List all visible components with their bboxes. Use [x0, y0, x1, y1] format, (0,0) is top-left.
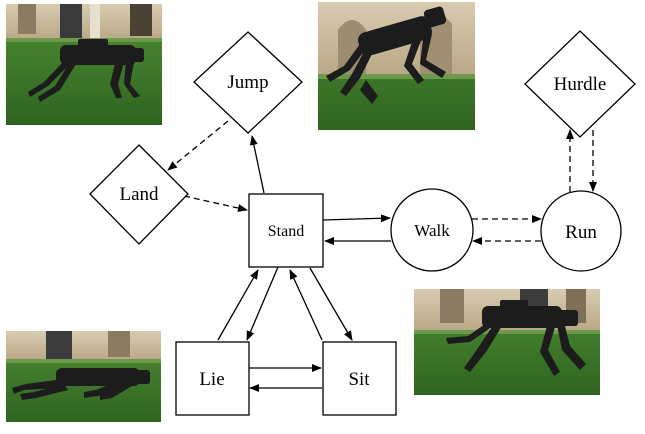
node-land: Land — [89, 144, 189, 245]
node-stand-label: Stand — [268, 223, 304, 240]
photo-robot-jumping — [318, 2, 475, 130]
edge-stand-to-lie — [246, 266, 279, 341]
robot-dog-silhouette — [12, 368, 150, 400]
edge-stand-to-jump — [249, 135, 265, 194]
node-jump: Jump — [193, 31, 303, 134]
node-land-label: Land — [119, 184, 159, 205]
node-run-label: Run — [565, 222, 597, 243]
node-walk: Walk — [390, 188, 474, 272]
photo-robot-running — [414, 289, 600, 395]
edge-stand-to-walk — [322, 214, 391, 223]
edge-jump-to-land — [167, 120, 229, 171]
node-run: Run — [540, 190, 622, 272]
node-hurdle-label: Hurdle — [554, 74, 607, 95]
node-hurdle: Hurdle — [524, 30, 636, 138]
photo-robot-walking — [6, 4, 162, 125]
edges — [167, 120, 597, 392]
edge-land-to-stand — [183, 195, 248, 212]
robot-dog-silhouette — [326, 6, 447, 104]
robot-dog-silhouette — [28, 39, 144, 102]
edge-sit-to-stand — [289, 269, 323, 341]
node-stand: Stand — [248, 193, 324, 268]
node-walk-label: Walk — [414, 221, 450, 240]
photo-robot-lying — [6, 331, 161, 422]
robot-dog-silhouette — [446, 300, 586, 376]
node-jump-label: Jump — [227, 72, 268, 93]
edge-lie-to-stand — [217, 269, 259, 341]
node-lie: Lie — [175, 341, 250, 416]
node-sit: Sit — [322, 341, 397, 416]
node-lie-label: Lie — [199, 369, 224, 390]
edge-stand-to-sit — [309, 267, 353, 341]
node-sit-label: Sit — [348, 369, 370, 390]
